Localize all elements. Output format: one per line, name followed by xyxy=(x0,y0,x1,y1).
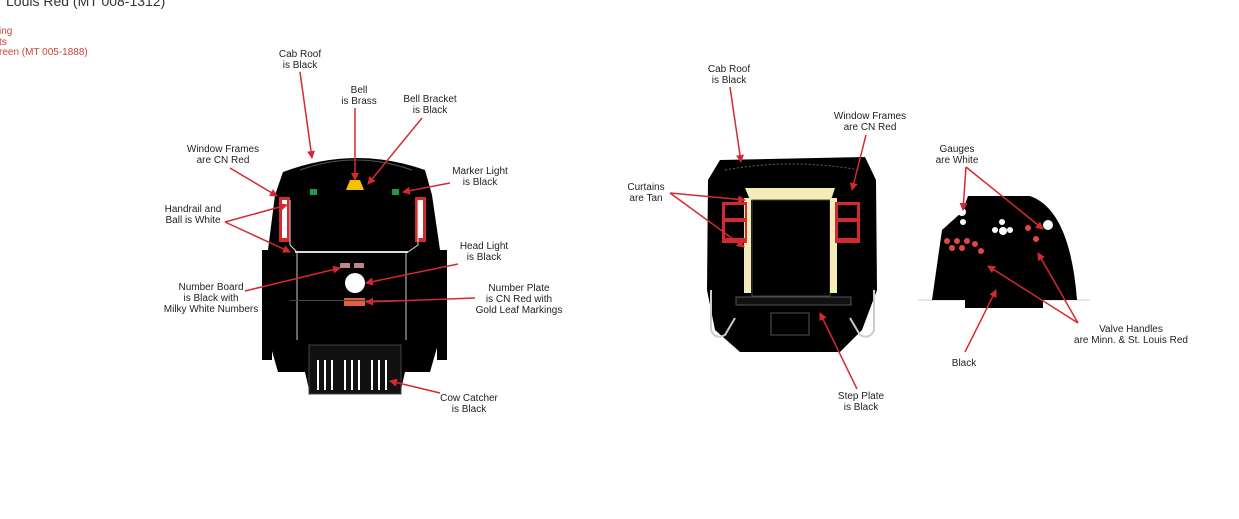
tender-rear-drawing xyxy=(707,157,877,352)
legend-fragment: reen (MT 005-1888) xyxy=(0,47,88,58)
callout-arrows xyxy=(224,71,1079,394)
cab-interior-drawing xyxy=(918,196,1090,308)
locomotive-front-drawing xyxy=(262,157,447,395)
label-black: Black xyxy=(951,358,977,369)
title-fragment: Louis Red (MT 008-1312) xyxy=(6,0,166,9)
legend-fragment: ts xyxy=(0,37,7,48)
legend-fragment: ing xyxy=(0,26,13,37)
